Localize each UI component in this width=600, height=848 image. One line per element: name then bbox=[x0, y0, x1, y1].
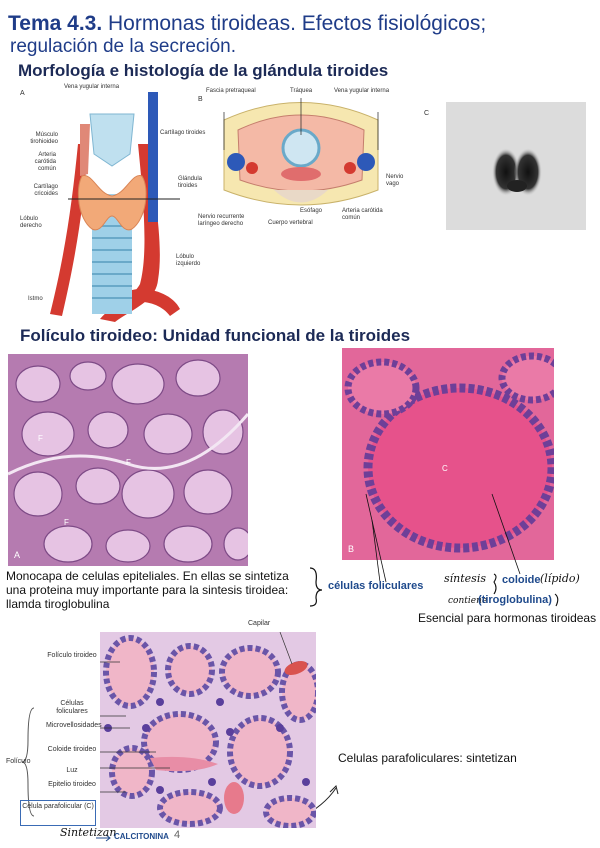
label-celulas-foliculares: células foliculares bbox=[328, 580, 423, 592]
hand-sintetizan: Sintetizan bbox=[60, 826, 116, 839]
follicle-illustration-svg bbox=[100, 632, 316, 828]
note-esencial: Esencial para hormonas tiroideas bbox=[418, 611, 596, 625]
label-tiroglobulina: (tiroglobulina) bbox=[478, 594, 552, 606]
page-number: 4 bbox=[174, 829, 180, 841]
label-calcitonina: CALCITONINA bbox=[114, 832, 169, 841]
label-microvellosidades: Microvellosidades bbox=[46, 722, 98, 730]
hand-lipido: (lípido) bbox=[540, 572, 580, 585]
label-coloide-tiroideo: Coloide tiroideo bbox=[46, 746, 98, 754]
note-parafoliculares: Celulas parafoliculares: sintetizan bbox=[338, 751, 517, 765]
hand-sintesis: síntesis bbox=[444, 572, 486, 585]
label-celulas-foliculares-3: Células foliculares bbox=[46, 700, 98, 716]
label-foliculo: Folículo bbox=[6, 758, 31, 766]
label-coloide: coloide bbox=[502, 574, 541, 586]
label-foliculo-tiroideo: Folículo tiroideo bbox=[46, 652, 98, 660]
label-celula-parafolicular: Célula parafolicular (C) bbox=[20, 800, 96, 826]
label-capilar: Capilar bbox=[248, 620, 270, 628]
label-luz: Luz bbox=[46, 767, 98, 775]
label-epitelio-tiroideo: Epitelio tiroideo bbox=[46, 781, 98, 789]
follicle-illustration bbox=[100, 632, 316, 828]
